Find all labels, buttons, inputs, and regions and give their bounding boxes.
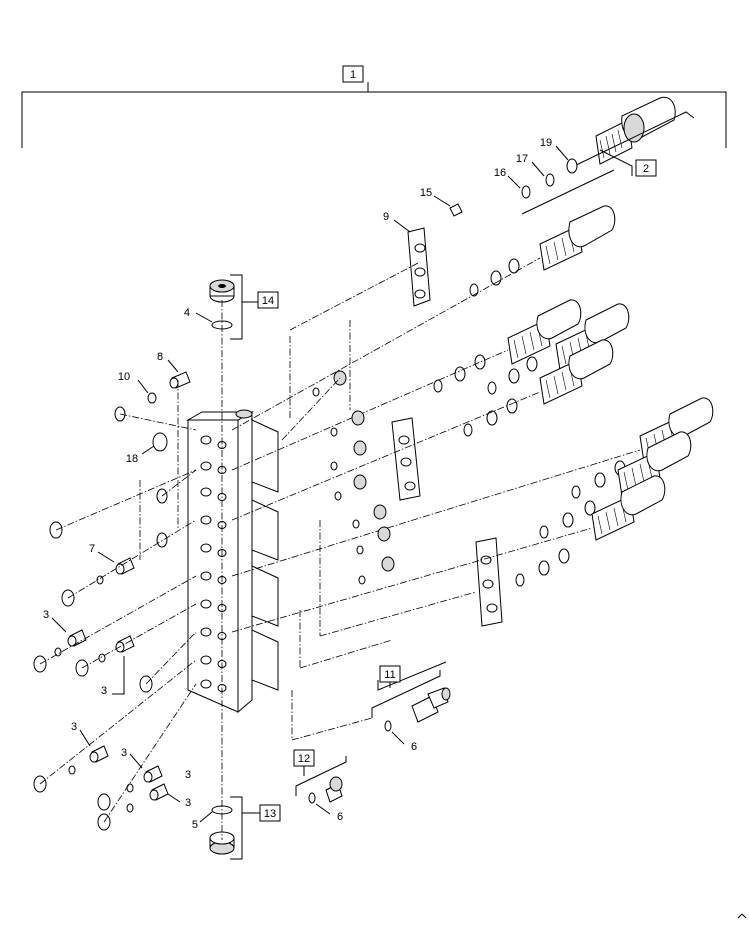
callout-3-e: 3 xyxy=(185,797,191,809)
part-10: 10 xyxy=(114,371,157,422)
callout-8: 8 xyxy=(157,351,163,363)
callout-16: 18 xyxy=(126,453,138,465)
oring-17: 16 xyxy=(494,167,531,199)
box-label-1: 1 xyxy=(350,69,356,81)
callout-18: 17 xyxy=(516,153,528,165)
oring-16: 18 xyxy=(126,432,168,465)
solenoid-b xyxy=(231,299,582,471)
part-3-d: 3 xyxy=(121,747,163,793)
solenoid-d xyxy=(231,339,614,521)
callout-15: 15 xyxy=(420,187,432,199)
left-leader-lines xyxy=(39,380,197,823)
callout-3-a: 3 xyxy=(43,609,49,621)
callout-3-f: 3 xyxy=(185,769,191,781)
oring-18: 17 xyxy=(516,153,555,187)
part-3-b: 3 xyxy=(98,635,135,697)
box-label-2: 2 xyxy=(643,163,649,175)
callout-3-d: 3 xyxy=(121,747,127,759)
callout-6-a: 6 xyxy=(411,741,417,753)
solenoid-c xyxy=(487,303,630,395)
body-fittings xyxy=(312,370,395,585)
callout-19: 19 xyxy=(540,137,552,149)
box-label-13: 13 xyxy=(264,808,276,820)
box-label-14: 14 xyxy=(262,295,274,307)
valve-body xyxy=(186,409,279,714)
part-7: 7 xyxy=(89,543,135,585)
plug-top: 14 xyxy=(209,274,279,340)
solenoid-g xyxy=(231,475,666,633)
corner-mark xyxy=(737,913,747,919)
callout-7: 7 xyxy=(89,543,95,555)
callout-17: 16 xyxy=(494,167,506,179)
right-leader-lines xyxy=(281,261,477,741)
part-3-c: 3 xyxy=(68,721,109,775)
box-label-11: 11 xyxy=(384,669,395,681)
callout-10: 10 xyxy=(118,371,130,383)
sensor-12: 12 6 xyxy=(293,749,347,823)
assembly-bracket: 1 xyxy=(21,65,727,148)
solenoid-a xyxy=(231,205,616,431)
part-3-f: 3 xyxy=(185,769,191,781)
part-3-e: 3 xyxy=(126,783,191,813)
sensor-11: 11 6 xyxy=(371,661,451,753)
part-3-a: 3 xyxy=(43,609,87,657)
oring-19: 19 xyxy=(540,137,578,174)
screw-15: 15 xyxy=(420,187,463,217)
callout-9: 9 xyxy=(383,211,389,223)
part-8: 8 xyxy=(157,351,191,389)
gasket-middle xyxy=(391,417,421,501)
gasket-lower xyxy=(475,537,503,627)
gasket-9: 9 xyxy=(383,211,431,307)
callout-3-b: 3 xyxy=(101,685,107,697)
solenoid-2-group: 2 xyxy=(521,96,695,215)
box-label-12: 12 xyxy=(298,753,310,765)
plug-bottom: 13 5 xyxy=(192,796,281,860)
callout-4: 4 xyxy=(184,307,190,319)
oring-4: 4 xyxy=(184,307,233,330)
callout-3-c: 3 xyxy=(71,721,77,733)
callout-6-b: 6 xyxy=(337,811,343,823)
callout-5: 5 xyxy=(192,819,198,831)
